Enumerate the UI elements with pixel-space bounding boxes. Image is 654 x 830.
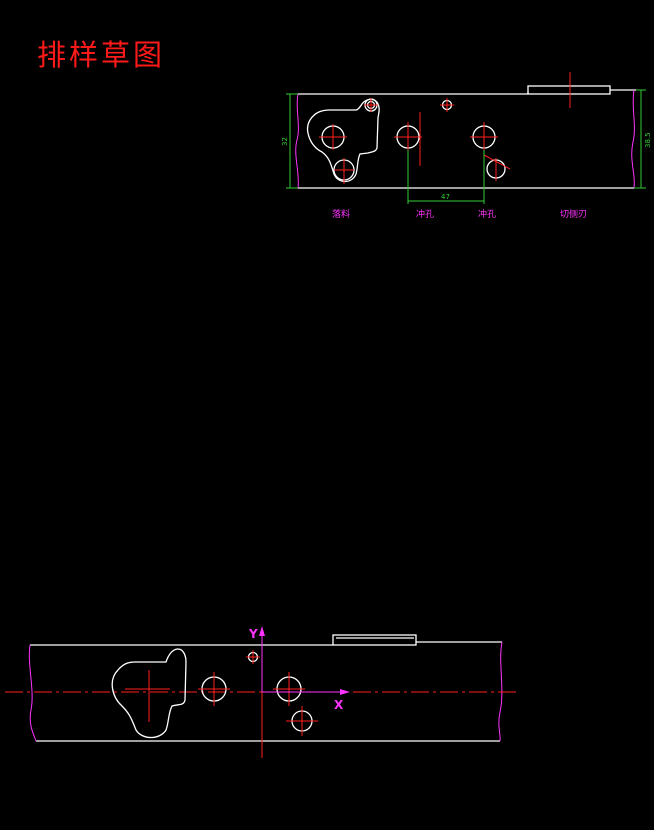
detail-part-outline [111,648,187,739]
side-edge-trim [527,85,611,95]
detail-break-line-right [498,641,503,742]
detail-view: Y X [5,626,520,758]
station-label-punch-1: 冲孔 [416,208,434,220]
x-axis-arrow-icon [340,689,350,695]
axis-y-label: Y [248,627,258,641]
strip-layout: 32 38.5 47 落料 冲孔 冲孔 切侧刃 [281,72,652,220]
axis-x-label: X [334,698,344,712]
detail-break-line-left [28,644,37,742]
dim-width-text: 38.5 [644,132,652,148]
dim-pitch-text: 47 [441,193,450,201]
station-label-side-cut: 切侧刃 [560,208,587,220]
dim-height-text: 32 [281,137,289,146]
page-title: 排样草图 [37,38,165,72]
station-label-punch-2: 冲孔 [478,208,496,220]
break-line-right [631,89,635,189]
break-line-left [295,93,299,189]
detail-side-edge-trim [332,634,417,646]
station-label-blanking: 落料 [332,208,350,220]
y-axis-arrow-icon [259,626,265,636]
